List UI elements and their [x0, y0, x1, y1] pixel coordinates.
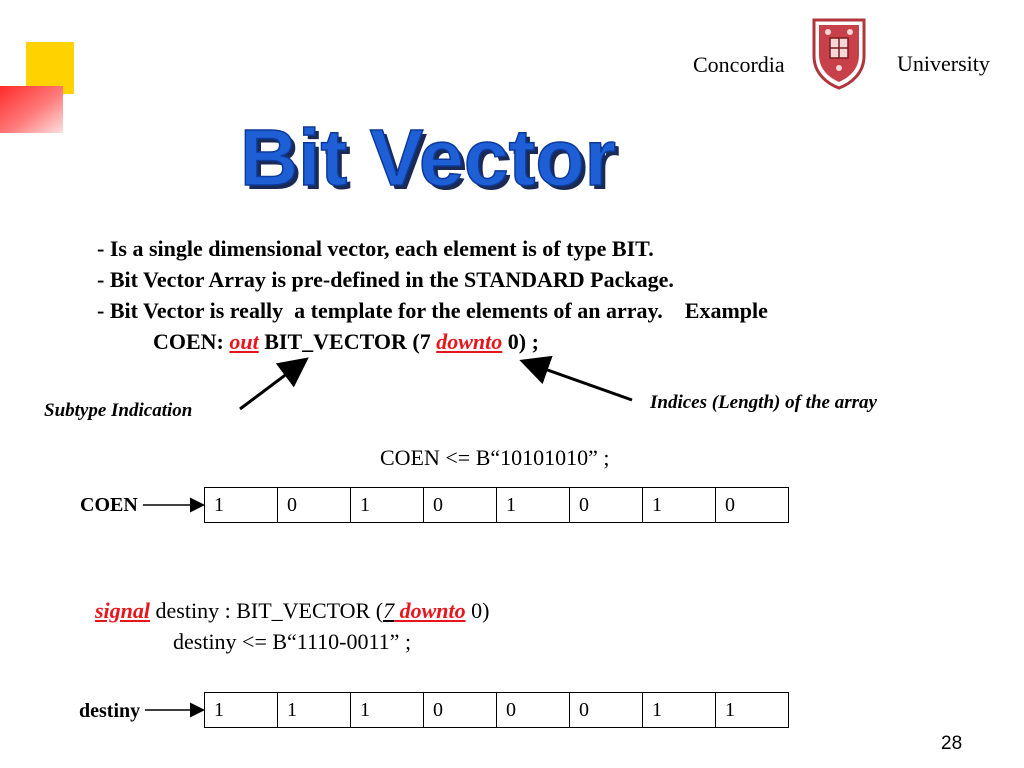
bullet-list: - Is a single dimensional vector, each e… — [97, 233, 768, 357]
decor-yellow-square — [26, 42, 74, 94]
bit-cell: 1 — [715, 692, 789, 728]
mode-keyword: out — [229, 329, 259, 354]
bit-cell: 0 — [423, 692, 497, 728]
decl-prefix: COEN: — [153, 329, 230, 354]
coen-row-label: COEN — [80, 494, 138, 516]
header-university: University — [897, 51, 990, 76]
bit-cell: 0 — [569, 487, 643, 523]
slide-title: Bit Vector Bit Vector — [239, 116, 620, 206]
bullet-item: - Bit Vector is really a template for th… — [97, 298, 768, 323]
destiny-bit-table: 1 1 1 0 0 0 1 1 — [204, 692, 789, 728]
bit-cell: 1 — [642, 692, 716, 728]
destiny-row-label: destiny — [79, 700, 141, 722]
bit-cell: 0 — [715, 487, 789, 523]
decl-type: BIT_VECTOR (7 — [258, 329, 437, 354]
bit-cell: 0 — [569, 692, 643, 728]
table-row: 1 1 1 0 0 0 1 1 — [204, 692, 789, 728]
page-number: 28 — [941, 733, 963, 754]
destiny-assignment: destiny <= B“1110-0011” ; — [173, 629, 412, 654]
signal-direction-keyword: downto — [394, 598, 466, 623]
signal-declaration: signal destiny : BIT_VECTOR (7 downto 0) — [95, 598, 489, 624]
signal-decl-suffix: 0) — [465, 598, 490, 623]
direction-keyword: downto — [436, 329, 503, 354]
bit-cell: 0 — [423, 487, 497, 523]
bit-cell: 1 — [496, 487, 570, 523]
example-declaration: COEN: out BIT_VECTOR (7 downto 0) ; — [97, 326, 768, 357]
university-crest-icon — [812, 18, 866, 90]
bit-cell: 0 — [277, 487, 351, 523]
signal-decl-middle: destiny : BIT_VECTOR ( — [150, 598, 384, 623]
caption-subtype-indication: Subtype Indication — [44, 400, 193, 421]
signal-keyword: signal — [95, 598, 151, 623]
coen-assignment: COEN <= B“10101010” ; — [380, 445, 610, 470]
signal-range-high: 7 — [383, 598, 395, 623]
bullet-item: - Bit Vector Array is pre-defined in the… — [97, 267, 674, 292]
bit-cell: 1 — [204, 692, 278, 728]
table-row: 1 0 1 0 1 0 1 0 — [204, 487, 789, 523]
bit-cell: 1 — [204, 487, 278, 523]
bit-cell: 0 — [496, 692, 570, 728]
caption-indices: Indices (Length) of the array — [650, 392, 877, 413]
bit-cell: 1 — [642, 487, 716, 523]
bit-cell: 1 — [350, 487, 424, 523]
header-concordia: Concordia — [693, 52, 785, 77]
subtype-arrow-icon — [239, 357, 309, 411]
coen-bit-table: 1 0 1 0 1 0 1 0 — [204, 487, 789, 523]
decor-red-square — [0, 86, 63, 133]
bit-cell: 1 — [350, 692, 424, 728]
svg-text:Bit Vector: Bit Vector — [240, 116, 616, 202]
bullet-item: - Is a single dimensional vector, each e… — [97, 236, 654, 261]
decl-suffix: 0) ; — [502, 329, 539, 354]
indices-arrow-icon — [519, 355, 633, 402]
bit-cell: 1 — [277, 692, 351, 728]
svg-text:Bit Vector: Bit Vector — [244, 117, 620, 206]
